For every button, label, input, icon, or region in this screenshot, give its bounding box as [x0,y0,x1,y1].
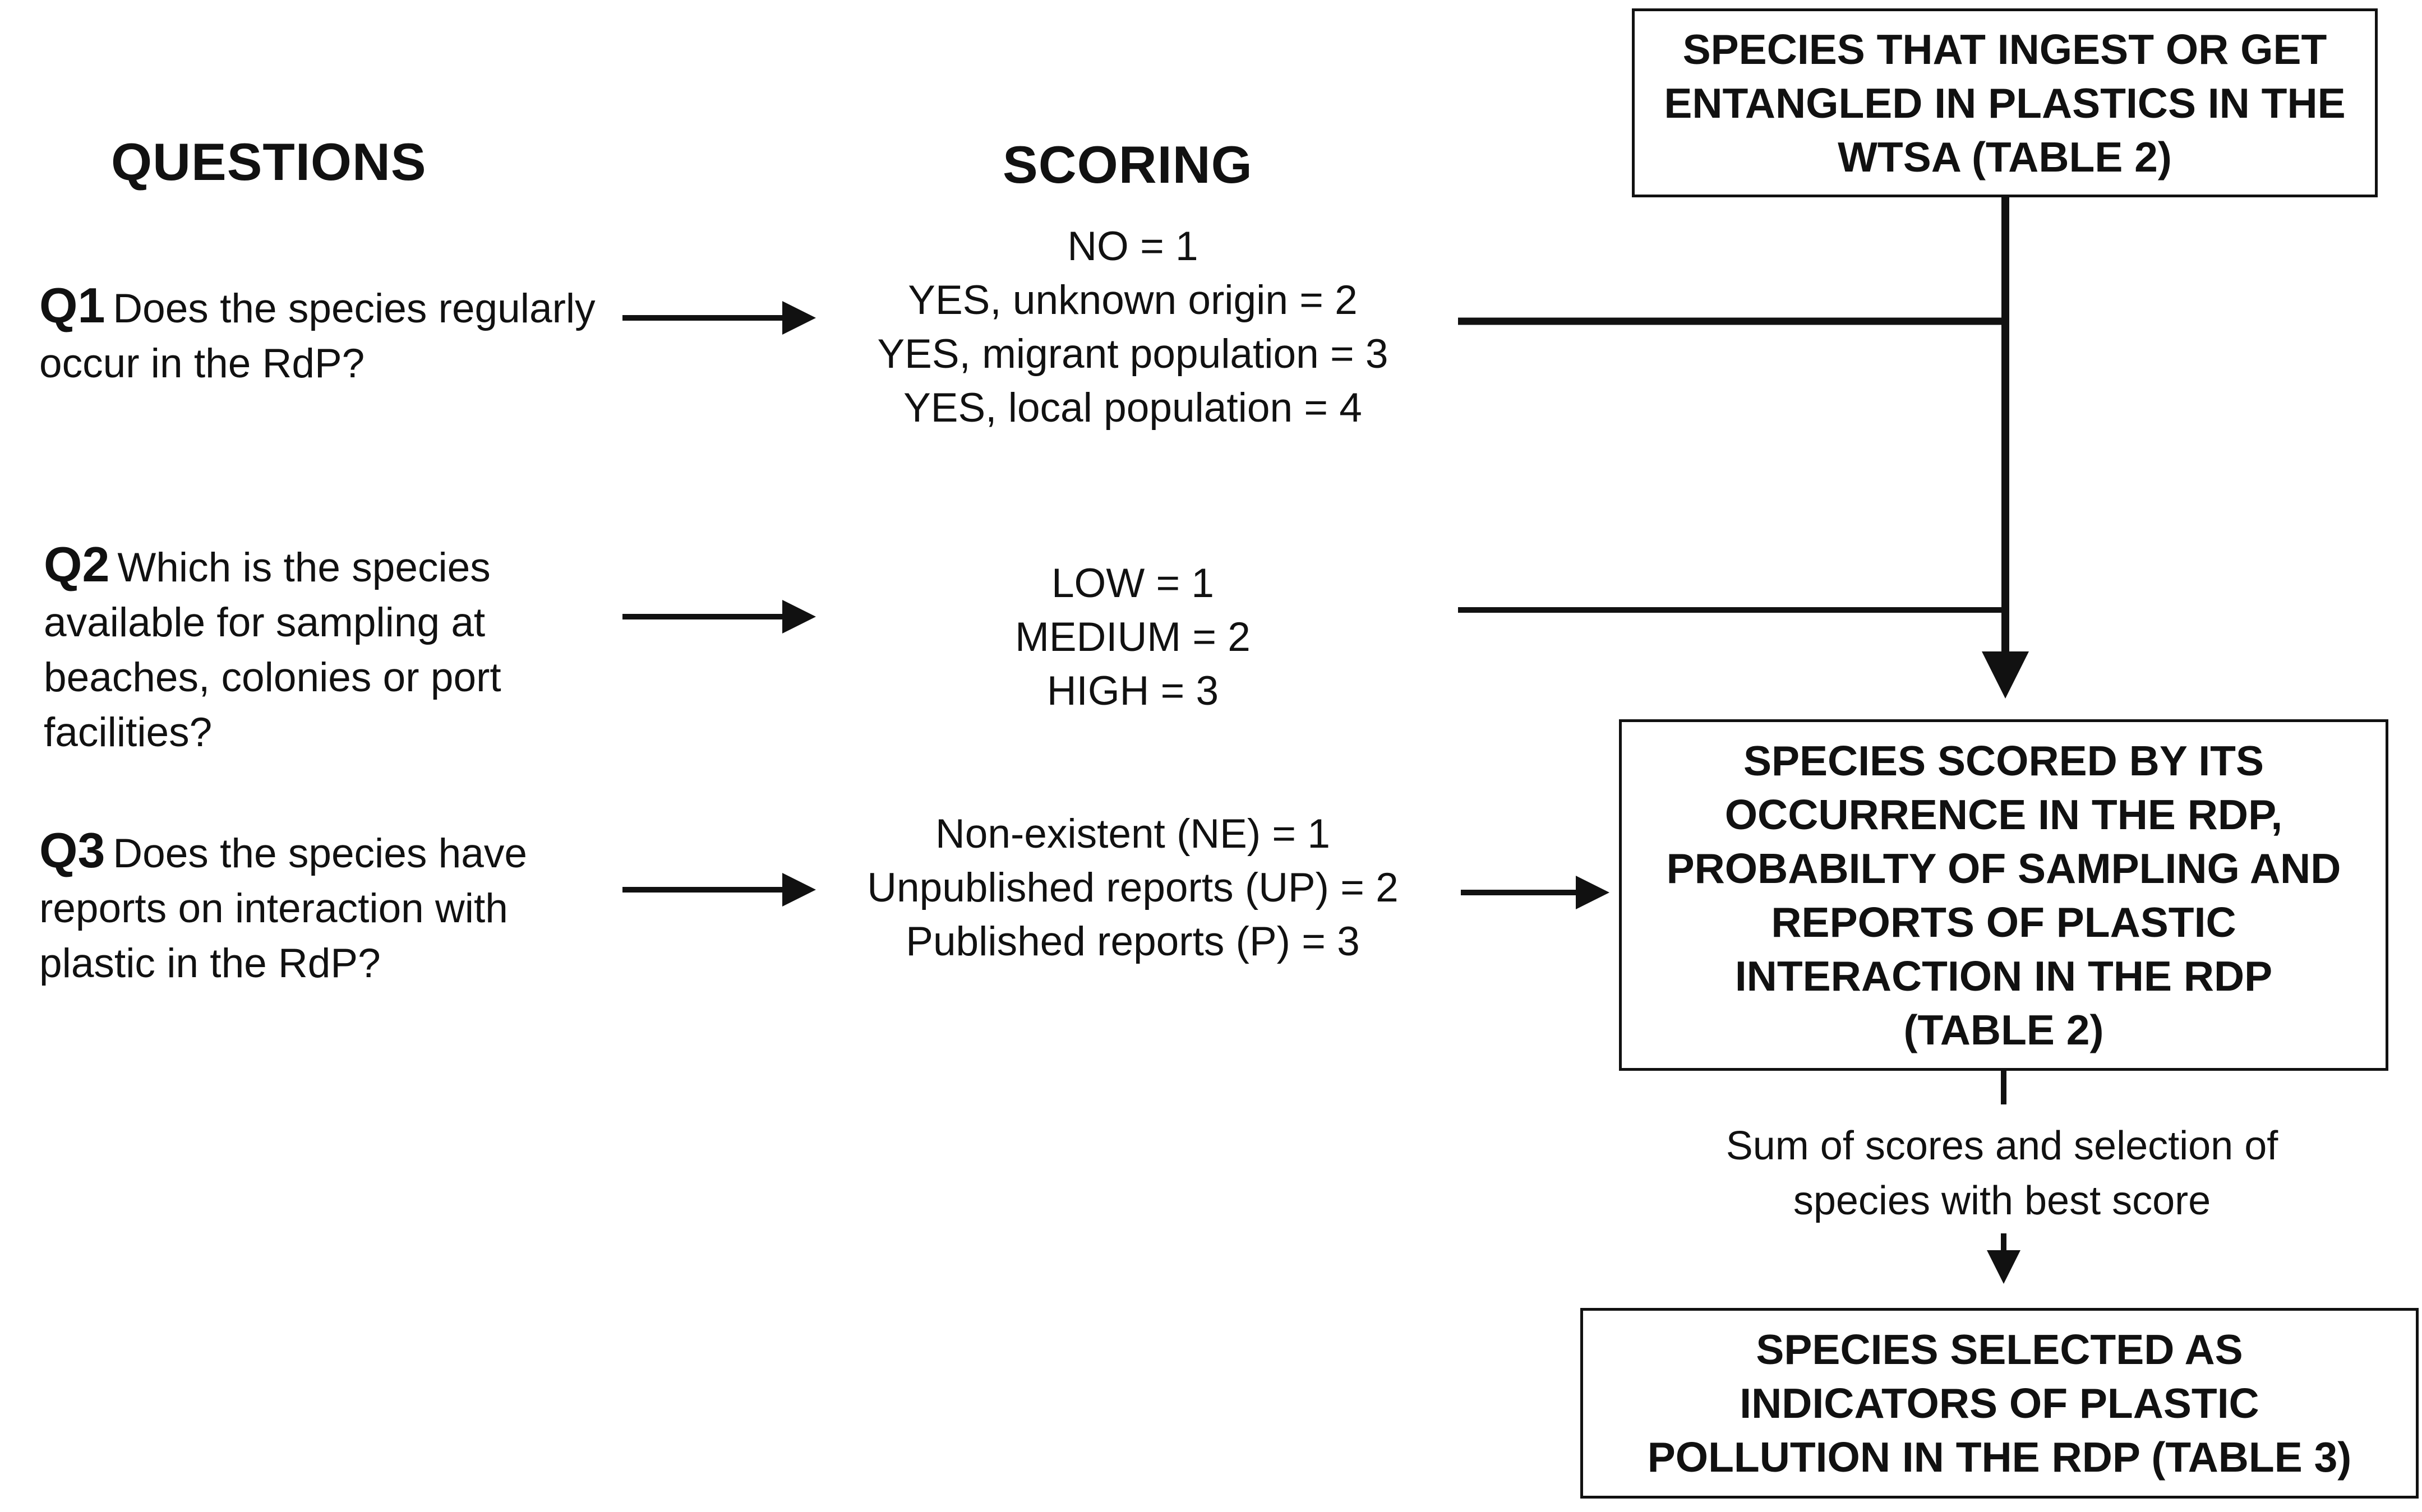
box-selected-species-text: SPECIES SELECTED AS INDICATORS OF PLASTI… [1647,1326,2352,1481]
scoring-heading: SCORING [1003,135,1253,194]
question-q1-text: Does the species regularly occur in the … [39,286,596,386]
box-wtsa-species: SPECIES THAT INGEST OR GET ENTANGLED IN … [1632,8,2378,197]
box-scored-species: SPECIES SCORED BY ITS OCCURRENCE IN THE … [1619,719,2388,1071]
step-label-text: Sum of scores and selection of species w… [1726,1123,2278,1223]
box-scored-species-text: SPECIES SCORED BY ITS OCCURRENCE IN THE … [1666,737,2341,1053]
scoring-q1: NO = 1 YES, unknown origin = 2 YES, migr… [852,220,1413,435]
scoring-q1-option: YES, migrant population = 3 [877,331,1388,377]
scoring-q2-option: LOW = 1 [1051,561,1215,606]
scoring-q2-option: MEDIUM = 2 [1015,614,1251,660]
scoring-q2: LOW = 1 MEDIUM = 2 HIGH = 3 [852,557,1413,718]
scoring-q3-option: Published reports (P) = 3 [906,919,1360,964]
scoring-q3: Non-existent (NE) = 1 Unpublished report… [824,807,1441,969]
scoring-q1-option: YES, local population = 4 [903,385,1362,431]
questions-heading: QUESTIONS [111,132,427,191]
question-q2-text: Which is the species available for sampl… [44,545,501,755]
box-wtsa-species-text: SPECIES THAT INGEST OR GET ENTANGLED IN … [1664,25,2346,181]
scoring-q3-option: Non-existent (NE) = 1 [935,811,1330,857]
scoring-q1-option: NO = 1 [1067,224,1198,269]
scoring-q3-option: Unpublished reports (UP) = 2 [867,865,1399,910]
step-label: Sum of scores and selection of species w… [1694,1118,2310,1228]
question-q3-id: Q3 [39,822,105,878]
box-selected-species: SPECIES SELECTED AS INDICATORS OF PLASTI… [1580,1308,2419,1499]
scoring-q2-option: HIGH = 3 [1046,668,1219,714]
scoring-q1-option: YES, unknown origin = 2 [908,278,1358,323]
question-q2-id: Q2 [44,537,110,592]
question-q1-id: Q1 [39,278,105,333]
question-q3-text: Does the species have reports on interac… [39,831,527,986]
